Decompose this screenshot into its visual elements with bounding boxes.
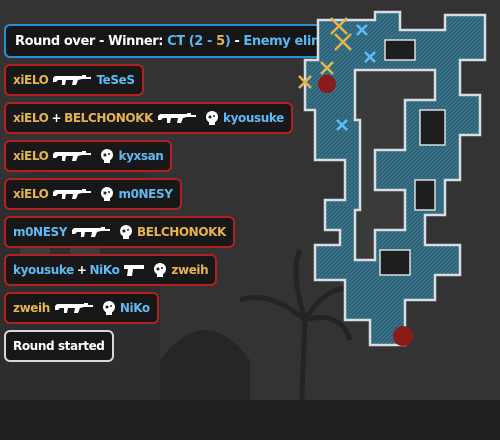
kill-victim: kyousuke bbox=[223, 111, 284, 125]
round-started-notice: Round started bbox=[4, 330, 114, 362]
killfeed: Round over - Winner: CT (2 - 5) - Enemy … bbox=[4, 24, 380, 362]
round-winner: CT bbox=[167, 33, 185, 49]
assist-plus: + bbox=[76, 263, 87, 277]
kill-victim: BELCHONOKK bbox=[137, 225, 226, 239]
kill-entry: m0NESY BELCHONOKK bbox=[4, 216, 235, 248]
kill-entry: xiELO kyxsan bbox=[4, 140, 173, 172]
dead-ct-marker-icon bbox=[336, 119, 348, 131]
round-over-separator: - bbox=[234, 33, 240, 49]
radar-wall bbox=[419, 109, 446, 146]
radar-area-mid bbox=[353, 68, 437, 262]
radar-area-top bbox=[303, 10, 487, 347]
dead-t-marker-icon bbox=[298, 75, 312, 89]
pistol-icon bbox=[123, 261, 145, 279]
ak47-icon bbox=[52, 185, 92, 203]
kill-victim: TeSeS bbox=[96, 73, 135, 87]
radar-wall bbox=[384, 39, 416, 61]
dead-ct-marker-icon bbox=[356, 24, 368, 36]
ak47-icon bbox=[52, 147, 92, 165]
kill-assister: NiKo bbox=[89, 263, 120, 277]
kill-entry: xiELO TeSeS bbox=[4, 64, 144, 96]
headshot-icon bbox=[119, 223, 133, 241]
score-dash: - bbox=[202, 33, 217, 49]
kill-attacker: xiELO bbox=[13, 73, 49, 87]
radar-bombsite-b bbox=[393, 326, 413, 346]
ak47-icon bbox=[157, 109, 197, 127]
kill-entry: xiELO + BELCHONOKK kyousuke bbox=[4, 102, 293, 134]
radar-wall bbox=[414, 179, 436, 211]
headshot-icon bbox=[153, 261, 167, 279]
round-over-prefix: Round over - Winner: bbox=[15, 33, 164, 49]
ct-score: 2 bbox=[194, 33, 203, 49]
ak47-icon bbox=[71, 223, 111, 241]
background-palm-tree bbox=[239, 248, 361, 440]
kill-assister: BELCHONOKK bbox=[64, 111, 154, 125]
headshot-icon bbox=[102, 299, 116, 317]
dead-t-marker-icon bbox=[334, 33, 352, 51]
round-score: (2 - 5) bbox=[189, 34, 231, 49]
score-open-paren: ( bbox=[188, 33, 195, 49]
dead-t-marker-icon bbox=[320, 61, 334, 75]
kill-victim: m0NESY bbox=[118, 187, 173, 201]
kill-attacker: zweih bbox=[13, 301, 50, 315]
kill-victim: NiKo bbox=[119, 301, 150, 315]
dead-t-marker-icon bbox=[330, 17, 348, 35]
kill-entry: kyousuke + NiKo zweih bbox=[4, 254, 218, 286]
ak47-icon bbox=[52, 71, 92, 89]
dead-ct-marker-icon bbox=[364, 51, 376, 63]
assist-plus: + bbox=[51, 111, 62, 125]
t-score: 5 bbox=[216, 33, 225, 49]
radar-bombsite-a bbox=[318, 75, 336, 93]
background-ground bbox=[0, 400, 500, 440]
kill-victim: zweih bbox=[171, 263, 209, 277]
kill-attacker: m0NESY bbox=[13, 225, 68, 239]
kill-entry: zweih NiKo bbox=[4, 292, 159, 324]
headshot-icon bbox=[100, 147, 114, 165]
kill-attacker: xiELO bbox=[13, 187, 49, 201]
kill-attacker: xiELO bbox=[13, 149, 49, 163]
score-close-paren: ) bbox=[224, 33, 231, 49]
radar-minimap bbox=[298, 10, 487, 347]
headshot-icon bbox=[100, 185, 114, 203]
kill-victim: kyxsan bbox=[118, 149, 164, 163]
kill-attacker: kyousuke bbox=[13, 263, 74, 277]
headshot-icon bbox=[205, 109, 219, 127]
kill-attacker: xiELO bbox=[13, 111, 49, 125]
ak47-icon bbox=[54, 299, 94, 317]
kill-entry: xiELO m0NESY bbox=[4, 178, 182, 210]
radar-wall bbox=[379, 249, 411, 276]
